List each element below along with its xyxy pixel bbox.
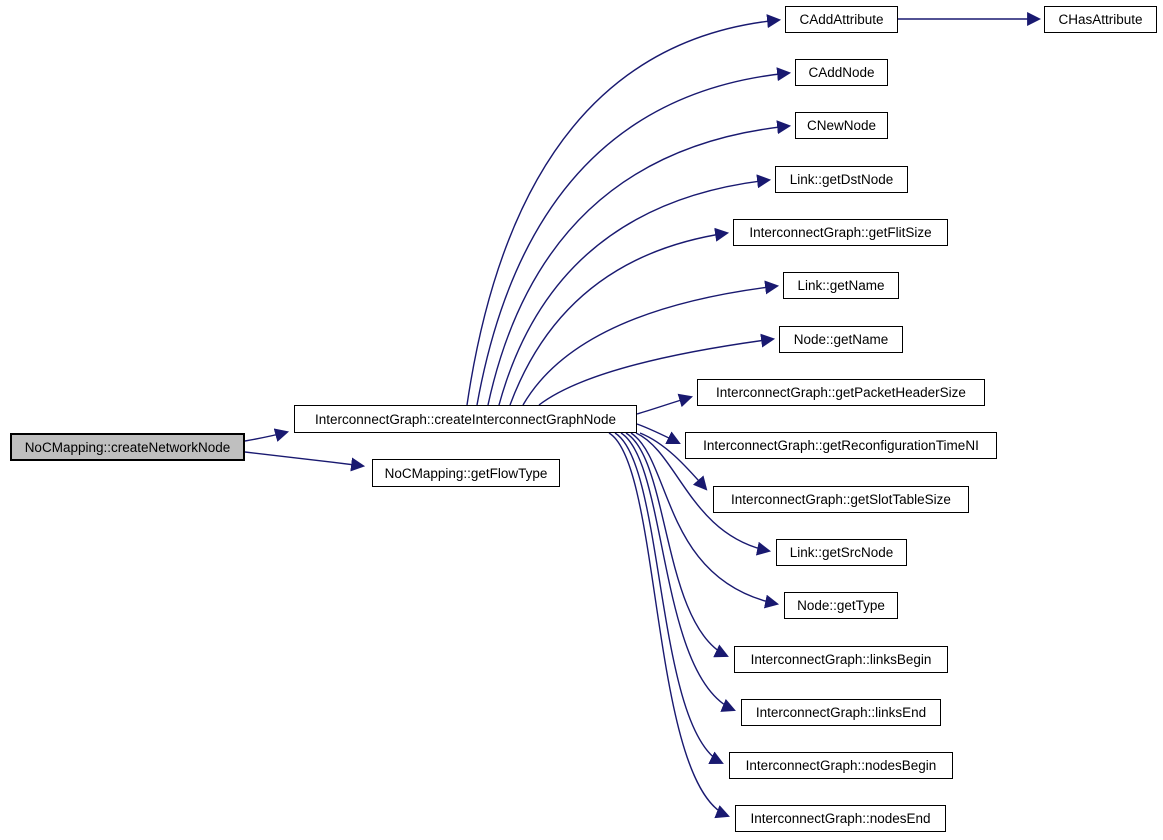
edge-to-linksend [620,432,736,712]
edge-to-getsrcnode [635,432,772,556]
edge-to-nodegetname [538,333,776,406]
node-get-flow-type[interactable]: NoCMapping::getFlowType [372,459,560,487]
node-get-type[interactable]: Node::getType [784,592,898,619]
edge-to-linkgetname [522,280,780,406]
node-nodes-begin[interactable]: InterconnectGraph::nodesBegin [729,752,953,779]
node-link-get-name[interactable]: Link::getName [783,272,899,299]
node-chas-attribute[interactable]: CHasAttribute [1044,6,1157,33]
node-get-flit-size[interactable]: InterconnectGraph::getFlitSize [733,219,948,246]
edge-to-gettype [630,432,780,609]
edge-to-getslottablesize [639,432,708,491]
node-links-end[interactable]: InterconnectGraph::linksEnd [741,699,941,726]
node-node-get-name[interactable]: Node::getName [779,326,903,353]
edge-to-getpacketheadersize [636,393,694,415]
node-nodes-end[interactable]: InterconnectGraph::nodesEnd [735,805,946,832]
node-create-network-node: NoCMapping::createNetworkNode [10,433,245,461]
node-create-interconnect-graph-node[interactable]: InterconnectGraph::createInterconnectGra… [294,405,637,433]
node-cadd-attribute[interactable]: CAddAttribute [785,6,898,33]
edge-to-getreconfigurationtimeni [636,423,681,444]
edge-to-nodesbegin [614,432,724,764]
edge-to-caddattribute [466,14,782,406]
node-get-dst-node[interactable]: Link::getDstNode [775,166,908,193]
edge-createnetworknode-getflowtype [244,451,366,472]
edge-to-cnewnode [487,120,792,406]
node-get-src-node[interactable]: Link::getSrcNode [776,539,907,566]
node-links-begin[interactable]: InterconnectGraph::linksBegin [734,646,948,673]
edge-createnetworknode-createinterconnectgraphnode [244,428,290,442]
node-cadd-node[interactable]: CAddNode [795,59,888,86]
node-get-reconfiguration-time-ni[interactable]: InterconnectGraph::getReconfigurationTim… [685,432,997,459]
edge-to-getflitsize [509,227,730,406]
node-cnew-node[interactable]: CNewNode [795,112,888,139]
edge-to-caddnode [476,67,792,406]
node-get-slot-table-size[interactable]: InterconnectGraph::getSlotTableSize [713,486,969,513]
edge-to-getdstnode [498,174,772,406]
edge-to-linksbegin [625,432,729,658]
node-get-packet-header-size[interactable]: InterconnectGraph::getPacketHeaderSize [697,379,985,406]
edge-to-nodesend [608,432,730,819]
